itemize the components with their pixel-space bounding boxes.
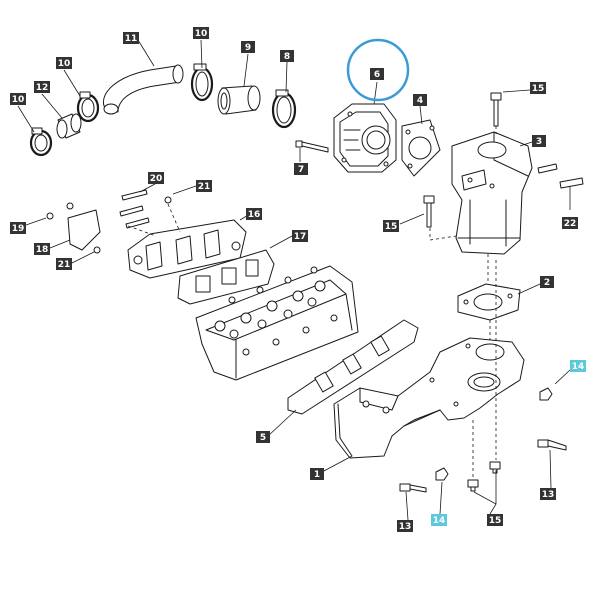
svg-text:13: 13	[542, 490, 555, 500]
assembly-lines	[127, 126, 497, 478]
bolt-part-7	[295, 140, 329, 153]
callout-20[interactable]: 20	[148, 172, 164, 184]
cylinder-head	[195, 265, 359, 381]
svg-text:19: 19	[12, 224, 25, 234]
callout-4[interactable]: 4	[413, 94, 427, 106]
bolt-part-15-bottom-b	[489, 461, 501, 474]
callout-14[interactable]: 14	[431, 514, 447, 526]
nut-part-19	[46, 212, 54, 220]
svg-text:14: 14	[572, 362, 585, 372]
callout-10[interactable]: 10	[10, 93, 26, 105]
callout-22[interactable]: 22	[562, 217, 578, 229]
hose-sleeve-part-12	[56, 113, 82, 139]
intake-housing-part-6	[333, 103, 397, 173]
svg-text:9: 9	[245, 43, 251, 53]
highlight-ring-part-6	[346, 38, 410, 102]
callout-3[interactable]: 3	[532, 135, 546, 147]
callout-21[interactable]: 21	[56, 258, 72, 270]
callout-8[interactable]: 8	[280, 50, 294, 62]
svg-text:12: 12	[36, 83, 49, 93]
hose-clamp-part-10-mid	[76, 91, 100, 123]
nut-part-14-bottom	[435, 467, 449, 481]
svg-text:5: 5	[260, 433, 266, 443]
svg-text:7: 7	[298, 165, 304, 175]
callout-15[interactable]: 15	[530, 82, 546, 94]
callout-11[interactable]: 11	[123, 32, 139, 44]
callout-15[interactable]: 15	[487, 514, 503, 526]
studs-part-20	[119, 189, 150, 229]
svg-text:17: 17	[294, 232, 307, 242]
svg-text:3: 3	[536, 137, 542, 147]
svg-text:2: 2	[544, 278, 550, 288]
gasket-part-4	[401, 119, 441, 177]
callout-10[interactable]: 10	[56, 57, 72, 69]
callout-7[interactable]: 7	[294, 163, 308, 175]
bolt-part-15-mid	[423, 195, 435, 228]
svg-text:21: 21	[58, 260, 71, 270]
svg-text:6: 6	[374, 70, 380, 80]
callout-19[interactable]: 19	[10, 222, 26, 234]
svg-text:10: 10	[195, 29, 208, 39]
pipe-sleeve-part-9	[217, 85, 261, 115]
svg-text:10: 10	[12, 95, 25, 105]
svg-text:4: 4	[417, 96, 423, 106]
callout-12[interactable]: 12	[34, 81, 50, 93]
intake-elbow-part-3	[451, 131, 533, 255]
hose-clamp-part-8	[271, 89, 297, 129]
callout-21[interactable]: 21	[196, 180, 212, 192]
bolt-part-15-top	[490, 92, 502, 127]
pin-part-22	[559, 177, 584, 189]
svg-text:8: 8	[284, 52, 290, 62]
exhaust-manifold-part-16	[127, 219, 247, 279]
svg-text:11: 11	[125, 34, 138, 44]
callout-15[interactable]: 15	[383, 220, 399, 232]
svg-text:15: 15	[489, 516, 502, 526]
nut-part-21-top	[164, 196, 172, 204]
callout-18[interactable]: 18	[34, 243, 50, 255]
hose-part-11	[102, 64, 184, 115]
hose-clamp-part-10-top	[190, 63, 214, 102]
svg-text:18: 18	[36, 245, 49, 255]
intake-gasket-part-5	[287, 319, 419, 415]
svg-text:20: 20	[150, 174, 163, 184]
svg-text:1: 1	[314, 470, 320, 480]
callout-9[interactable]: 9	[241, 41, 255, 53]
callout-13[interactable]: 13	[397, 520, 413, 532]
hose-clamp-part-10-left	[29, 127, 53, 157]
callout-5[interactable]: 5	[256, 431, 270, 443]
gasket-part-2	[457, 283, 521, 321]
pin-part-3-side	[537, 163, 558, 174]
callout-16[interactable]: 16	[246, 208, 262, 220]
svg-text:15: 15	[385, 222, 398, 232]
callout-17[interactable]: 17	[292, 230, 308, 242]
callout-13[interactable]: 13	[540, 488, 556, 500]
svg-text:22: 22	[564, 219, 577, 229]
nut-part-14-right	[539, 387, 553, 401]
svg-text:10: 10	[58, 59, 71, 69]
callout-layer: 11 10 9 8 6 10 12 10 4 15 3 7 20 21 16 1…	[10, 27, 586, 532]
bolt-part-13-left	[399, 483, 427, 493]
callout-10[interactable]: 10	[193, 27, 209, 39]
svg-text:21: 21	[198, 182, 211, 192]
bracket-part-18	[66, 202, 101, 251]
callout-1[interactable]: 1	[310, 468, 324, 480]
callout-14[interactable]: 14	[570, 360, 586, 372]
bolt-part-15-bottom-a	[467, 479, 479, 492]
intake-manifold-part-1	[333, 337, 525, 459]
svg-text:15: 15	[532, 84, 545, 94]
bolt-part-13-right	[537, 439, 567, 451]
svg-text:14: 14	[433, 516, 446, 526]
callout-2[interactable]: 2	[540, 276, 554, 288]
callout-6[interactable]: 6	[370, 68, 384, 80]
svg-text:16: 16	[248, 210, 261, 220]
svg-text:13: 13	[399, 522, 412, 532]
nut-part-21-left	[93, 246, 101, 254]
manifold-gasket-part-17	[177, 249, 275, 305]
